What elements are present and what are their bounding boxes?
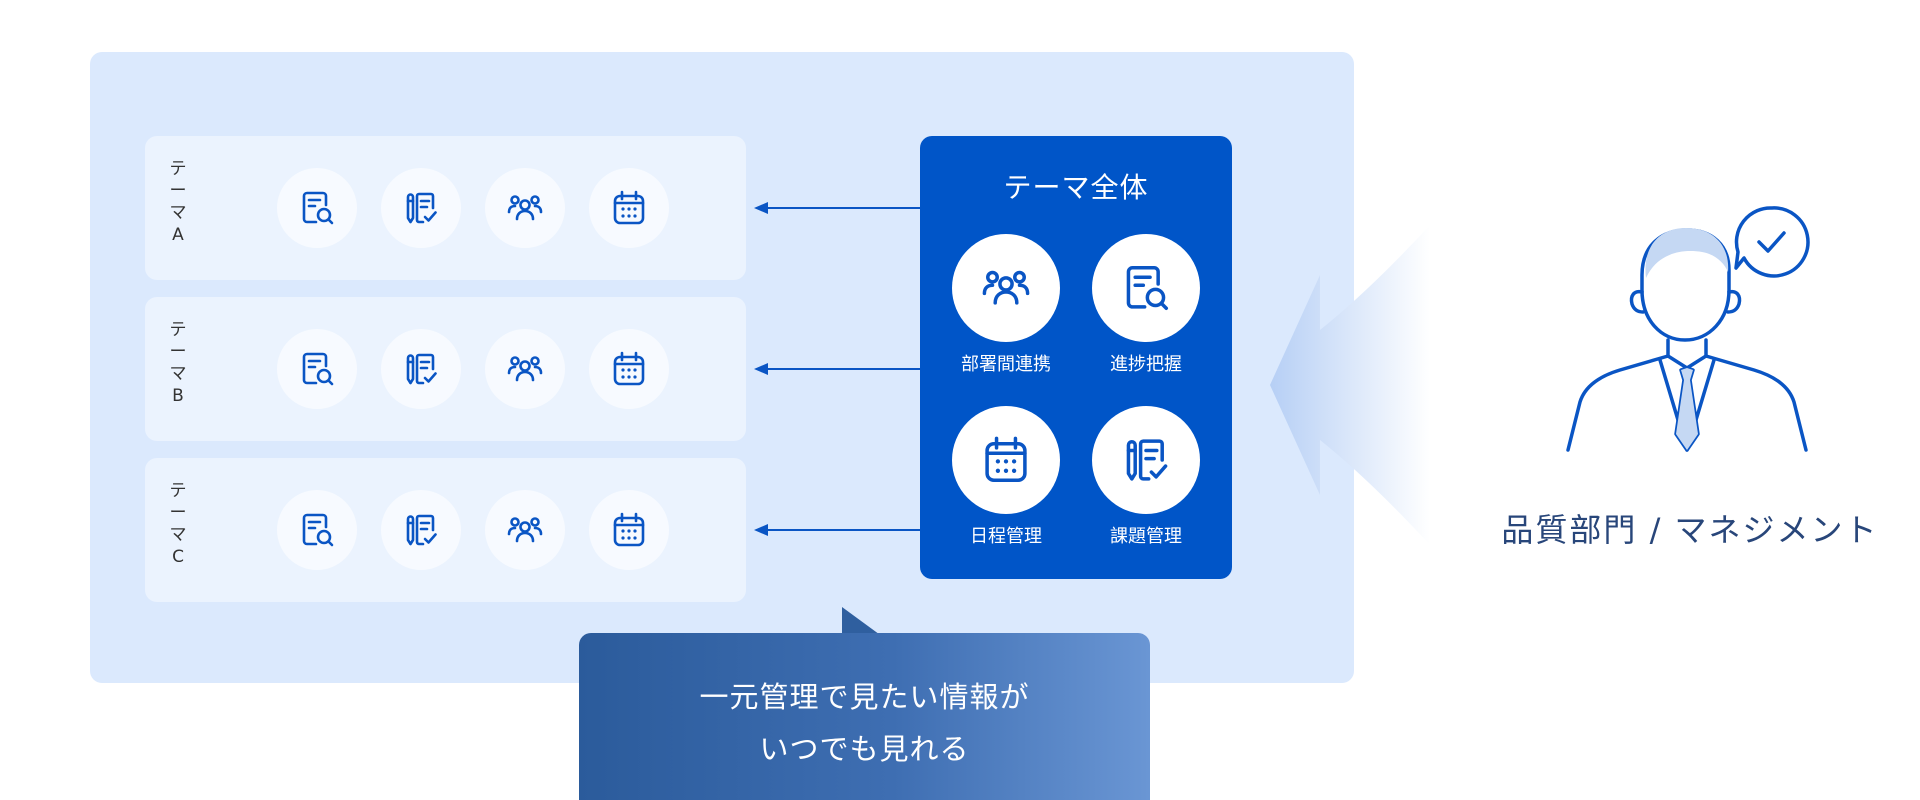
theme-row-a: テ ー マ A <box>145 136 746 280</box>
callout-text: 一元管理で見たい情報が いつでも見れる <box>699 680 1030 766</box>
feature-label: 課題管理 <box>1110 526 1182 547</box>
theme-row-c: テ ー マ C <box>145 458 746 602</box>
feature-label: 進捗把握 <box>1110 354 1182 375</box>
document-search-icon <box>277 168 357 248</box>
theme-label: テ ー マ A <box>169 159 187 245</box>
checklist-pen-icon <box>381 168 461 248</box>
arrow-to-theme-b <box>754 363 922 375</box>
team-icon <box>952 234 1060 342</box>
document-search-icon <box>277 329 357 409</box>
theme-label: テ ー マ C <box>169 481 187 567</box>
feature-progress: 進捗把握 <box>1076 234 1216 376</box>
checklist-pen-icon <box>1092 406 1200 514</box>
theme-label: テ ー マ B <box>169 320 187 406</box>
calendar-icon <box>589 329 669 409</box>
feature-label: 日程管理 <box>970 526 1042 547</box>
feature-schedule: 日程管理 <box>936 406 1076 548</box>
manager-person-icon <box>1566 206 1810 452</box>
theme-row-b: テ ー マ B <box>145 297 746 441</box>
document-search-icon <box>1092 234 1200 342</box>
big-left-arrow <box>1270 225 1430 545</box>
feature-issues: 課題管理 <box>1076 406 1216 548</box>
calendar-icon <box>589 168 669 248</box>
checklist-pen-icon <box>381 490 461 570</box>
arrow-to-theme-a <box>754 202 922 214</box>
team-icon <box>485 168 565 248</box>
document-search-icon <box>277 490 357 570</box>
arrow-to-theme-c <box>754 524 922 536</box>
overview-title: テーマ全体 <box>1003 171 1149 204</box>
calendar-icon <box>589 490 669 570</box>
checklist-pen-icon <box>381 329 461 409</box>
manager-label: 品質部門 / マネジメント <box>1501 511 1879 549</box>
calendar-icon <box>952 406 1060 514</box>
overview-box: テーマ全体 部署間連携 進捗把握 日程管理 課題管理 <box>920 136 1232 579</box>
team-icon <box>485 329 565 409</box>
feature-label: 部署間連携 <box>961 354 1051 375</box>
callout-bubble: 一元管理で見たい情報が いつでも見れる <box>579 633 1150 800</box>
feature-interdepartmental: 部署間連携 <box>936 234 1076 376</box>
team-icon <box>485 490 565 570</box>
